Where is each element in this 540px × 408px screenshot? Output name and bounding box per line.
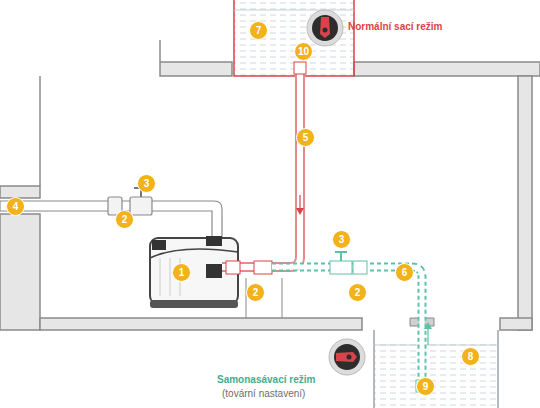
mode-label: Normální sací režim	[348, 21, 442, 32]
callout-number: 3	[332, 230, 351, 249]
upper-tank	[234, 0, 354, 76]
building-walls	[0, 40, 540, 330]
lower-basin	[374, 318, 498, 408]
callout-number: 4	[6, 197, 25, 216]
pipe-support	[246, 278, 282, 318]
callout-number: 1	[172, 263, 191, 282]
suction-pipe-normal	[222, 62, 306, 274]
callout-number: 2	[246, 283, 265, 302]
mode-label: Samonasávací režim	[217, 374, 315, 385]
callout-number: 2	[348, 283, 367, 302]
callout-number: 9	[416, 377, 435, 396]
callout-number: 3	[137, 174, 156, 193]
callout-number: 8	[461, 347, 480, 366]
callout-number: 5	[296, 128, 315, 147]
suction-pipe-self-priming	[272, 252, 432, 392]
callout-number: 7	[249, 21, 268, 40]
mode-knob-self-priming	[329, 339, 365, 375]
callout-number: 10	[294, 42, 313, 61]
mode-knob-normal	[307, 10, 343, 46]
callout-number: 2	[115, 210, 134, 229]
mode-label: (tovární nastavení)	[222, 388, 305, 399]
callout-number: 6	[395, 263, 414, 282]
discharge-pipe	[0, 188, 222, 244]
